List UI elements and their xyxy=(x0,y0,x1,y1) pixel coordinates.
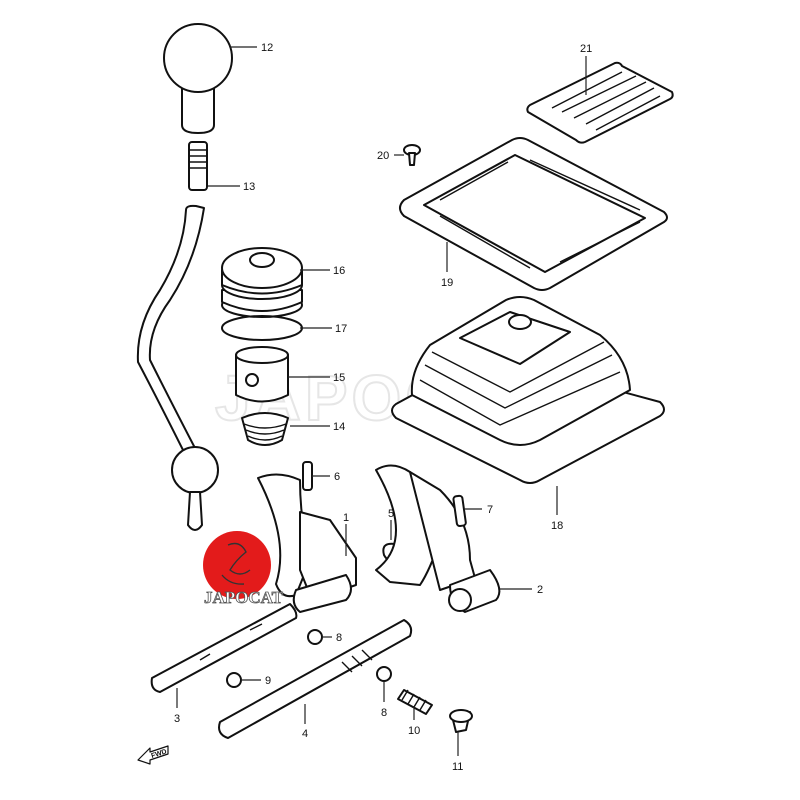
callout-18: 18 xyxy=(551,520,563,532)
part-15-seat[interactable] xyxy=(235,346,289,403)
leader-lines xyxy=(176,46,587,756)
callout-13: 13 xyxy=(243,181,255,193)
japocat-logo: JAPOCAT xyxy=(203,531,284,607)
callout-2: 2 xyxy=(537,584,543,596)
part-13-insert[interactable] xyxy=(188,141,208,191)
fwd-label: FWD xyxy=(150,748,167,760)
callout-10: 10 xyxy=(408,725,420,737)
part-9-ball[interactable] xyxy=(226,672,242,688)
part-17-ring[interactable] xyxy=(221,315,303,341)
part-18-boot[interactable] xyxy=(391,296,665,484)
part-14-spring[interactable] xyxy=(241,412,289,446)
part-12-knob[interactable] xyxy=(163,23,233,134)
callout-15: 15 xyxy=(333,372,345,384)
callout-3: 3 xyxy=(174,713,180,725)
callout-20: 20 xyxy=(377,150,389,162)
callout-8: 8 xyxy=(381,707,387,719)
callout-8: 8 xyxy=(336,632,342,644)
part-10-spring[interactable] xyxy=(397,689,433,715)
callout-12: 12 xyxy=(261,42,273,54)
callout-16: 16 xyxy=(333,265,345,277)
part-3-shift-rod[interactable] xyxy=(150,603,298,693)
callout-21: 21 xyxy=(580,43,592,55)
callout-5: 5 xyxy=(388,508,394,520)
part-6-pin[interactable] xyxy=(302,461,313,491)
part-16-cap[interactable] xyxy=(221,247,303,318)
callout-4: 4 xyxy=(302,728,308,740)
callout-6: 6 xyxy=(334,471,340,483)
part-8-ball[interactable] xyxy=(376,666,392,682)
part-8-ball[interactable] xyxy=(307,629,323,645)
callout-11: 11 xyxy=(452,761,463,773)
callout-1: 1 xyxy=(343,512,349,524)
logo-text: JAPOCAT xyxy=(204,588,284,607)
logo-sun xyxy=(203,531,271,599)
callout-9: 9 xyxy=(265,675,271,687)
callout-7: 7 xyxy=(487,504,493,516)
part-7-pin[interactable] xyxy=(452,494,467,528)
part-11-plug[interactable] xyxy=(449,709,473,733)
callout-19: 19 xyxy=(441,277,453,289)
callout-17: 17 xyxy=(335,323,347,335)
callout-14: 14 xyxy=(333,421,345,433)
part-19-plate[interactable] xyxy=(399,137,668,291)
part-4-shift-rod[interactable] xyxy=(218,619,413,739)
part-2-fork[interactable] xyxy=(375,464,501,613)
fwd-direction-marker: FWD xyxy=(137,745,169,765)
part-1-fork[interactable] xyxy=(257,473,357,613)
part-21-label[interactable] xyxy=(526,61,674,144)
part-20-screw[interactable] xyxy=(403,144,421,166)
shift-lever[interactable] xyxy=(136,204,219,531)
